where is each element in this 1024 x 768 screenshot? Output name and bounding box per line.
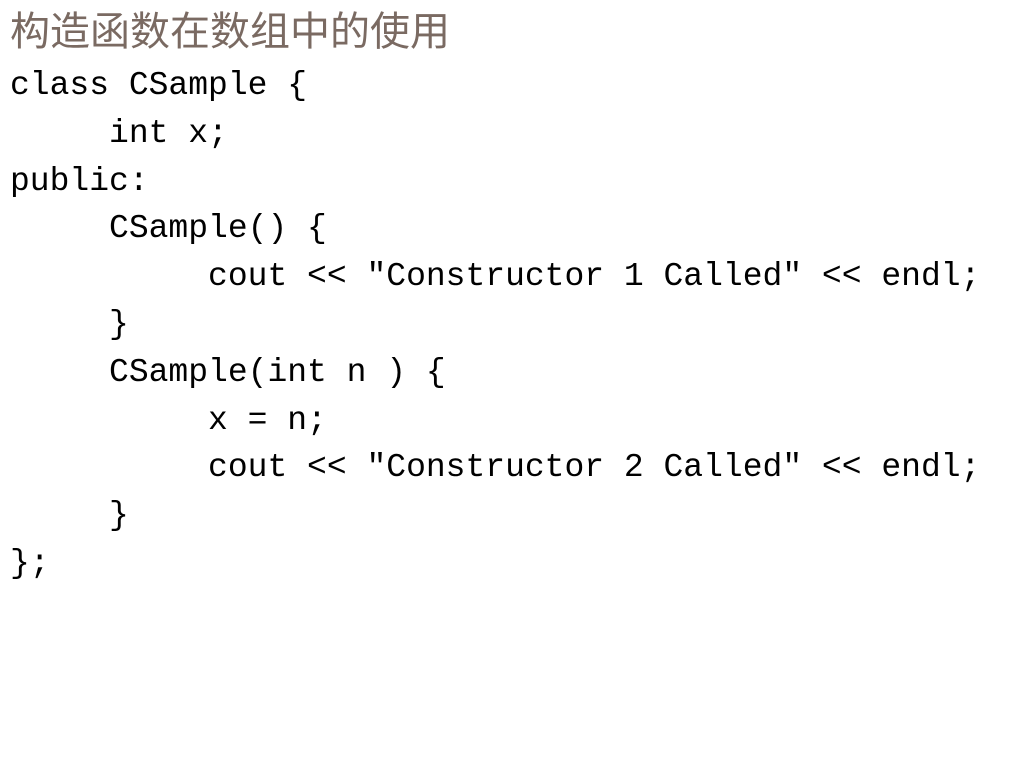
code-line-ctor2-assign: x = n; bbox=[10, 401, 327, 439]
code-line-ctor2-decl: CSample(int n ) { bbox=[10, 353, 446, 391]
code-line-ctor1-decl: CSample() { bbox=[10, 210, 327, 248]
code-line-member-x: int x; bbox=[10, 114, 228, 152]
code-block: class CSample { int x; public: CSample()… bbox=[10, 62, 980, 588]
slide-title: 构造函数在数组中的使用 bbox=[10, 9, 450, 55]
code-line-class-decl: class CSample { bbox=[10, 67, 308, 104]
code-line-public: public: bbox=[10, 162, 149, 200]
code-line-class-close: }; bbox=[10, 544, 50, 582]
code-line-ctor2-close: } bbox=[10, 497, 129, 535]
code-line-ctor1-body: cout << ″Constructor 1 Called″ << endl; bbox=[10, 258, 981, 296]
code-line-ctor2-body: cout << ″Constructor 2 Called″ << endl; bbox=[10, 449, 981, 487]
code-line-ctor1-close: } bbox=[10, 305, 129, 343]
